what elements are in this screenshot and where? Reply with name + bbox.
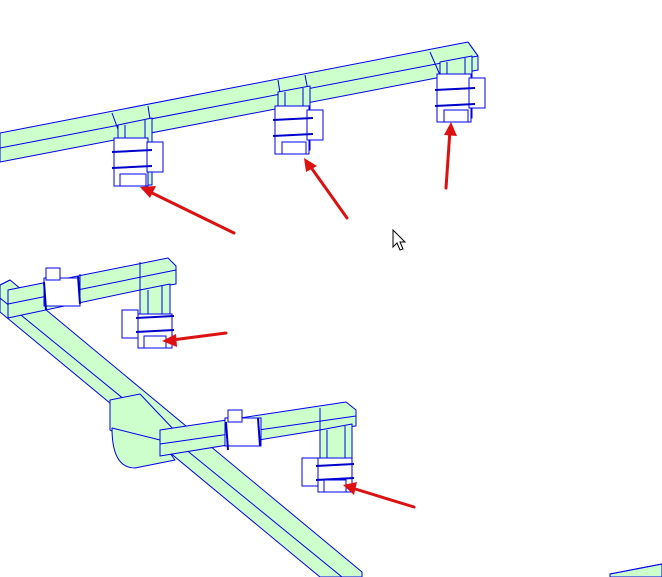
mouse-cursor-icon [392,228,407,251]
corner-duct-fragment [609,563,662,577]
callout-arrow-2 [304,158,349,220]
top-main-duct [0,41,479,163]
callout-arrow-5 [343,482,416,509]
branch-drop-1 [111,117,164,187]
callout-arrow-1 [140,186,236,235]
branch-drop-3 [434,55,486,123]
lower-branch-duct [109,393,357,493]
callout-arrow-3 [444,122,457,190]
branch-drop-2 [272,85,324,155]
callout-arrow-4 [162,331,228,347]
